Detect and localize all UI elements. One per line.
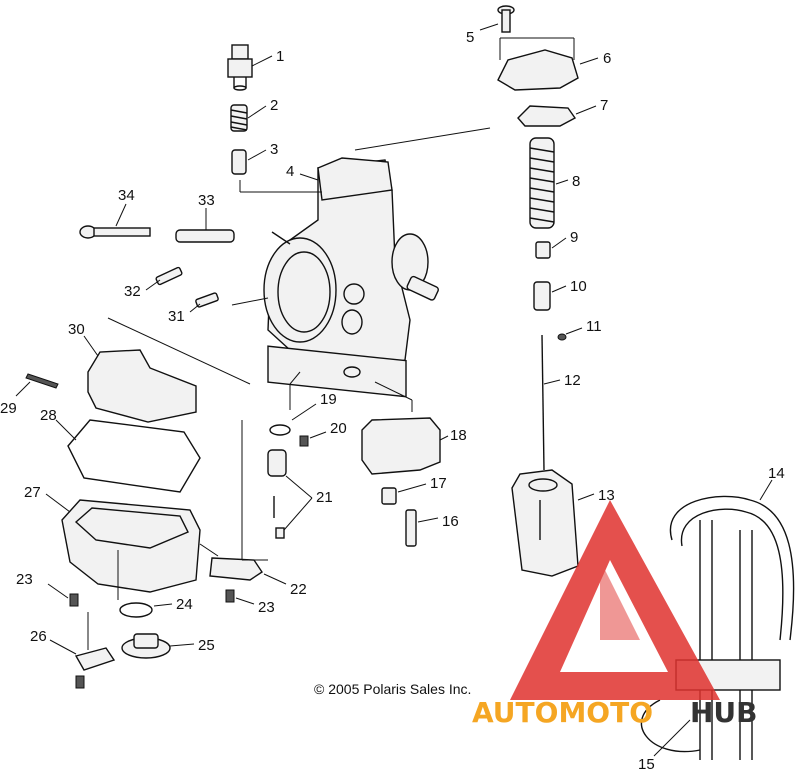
callout-33: 33	[198, 192, 215, 209]
callout-19: 19	[320, 391, 337, 408]
reference-lines	[87, 37, 575, 650]
callouts: 1 2 3 4 5 6 7 8 9 10 11 12 13 14 15 16 1	[0, 23, 785, 772]
callout-2: 2	[270, 97, 278, 114]
callout-16: 16	[442, 513, 459, 530]
callout-10: 10	[570, 278, 587, 295]
part-16-pilot-jet	[405, 509, 417, 547]
callout-12: 12	[564, 372, 581, 389]
part-8-spring	[529, 137, 555, 229]
carburetor-body	[263, 157, 439, 398]
callout-13: 13	[598, 487, 615, 504]
callout-7: 7	[600, 97, 608, 114]
part-23-screw-right	[225, 589, 235, 603]
callout-30: 30	[68, 321, 85, 338]
part-25-drain-plug	[121, 633, 171, 659]
callout-9: 9	[570, 229, 578, 246]
copyright-notice: © 2005 Polaris Sales Inc.	[314, 681, 471, 697]
callout-4: 4	[286, 163, 294, 180]
callout-22: 22	[290, 581, 307, 598]
callout-11: 11	[586, 318, 602, 335]
part-5-screw	[497, 5, 515, 33]
part-1-fitting	[227, 44, 253, 91]
part-22-bracket	[209, 557, 263, 581]
part-28-gasket	[67, 419, 201, 493]
callout-34: 34	[118, 187, 135, 204]
part-9-seat	[535, 241, 551, 259]
callout-18: 18	[450, 427, 467, 444]
part-24-o-ring	[119, 602, 153, 618]
callout-21: 21	[316, 489, 333, 506]
part-29-pin	[25, 373, 59, 389]
part-32-screw	[155, 266, 183, 286]
callout-15: 15	[638, 756, 655, 772]
part-33-spring	[175, 229, 235, 243]
part-21-float-pin	[267, 449, 287, 539]
callout-20: 20	[330, 420, 347, 437]
callout-17: 17	[430, 475, 447, 492]
part-12-needle	[541, 334, 545, 471]
callout-26: 26	[30, 628, 47, 645]
part-7-gasket	[517, 105, 577, 127]
part-26-screw	[75, 675, 85, 689]
watermark-text-dark: HUB	[690, 696, 758, 729]
watermark-logo	[510, 500, 720, 700]
callout-3: 3	[270, 141, 278, 158]
part-19-o-ring	[269, 424, 291, 436]
callout-27: 27	[24, 484, 41, 501]
watermark-triangle-icon	[510, 500, 720, 700]
callout-8: 8	[572, 173, 580, 190]
part-10-clip	[533, 281, 551, 311]
part-20-screw	[299, 435, 309, 447]
callout-32: 32	[124, 283, 141, 300]
part-17-needle-valve	[381, 487, 397, 505]
part-18-float	[361, 417, 441, 475]
part-3-jet	[231, 149, 247, 175]
watermark-text-orange: AUTOMOTO	[472, 696, 653, 729]
part-6-cap	[497, 49, 579, 91]
part-23-screw-left	[69, 593, 79, 607]
part-27-float-bowl	[61, 499, 201, 593]
callout-25: 25	[198, 637, 215, 654]
callout-23-right: 23	[258, 599, 275, 616]
callout-6: 6	[603, 50, 611, 67]
part-11-e-clip	[557, 333, 567, 341]
callout-31: 31	[168, 308, 185, 325]
callout-29: 29	[0, 400, 17, 417]
callout-5: 5	[466, 29, 474, 46]
callout-14: 14	[768, 465, 785, 482]
part-34-screw	[79, 225, 151, 239]
part-13-slide	[511, 469, 579, 577]
part-2-spring	[230, 104, 248, 132]
part-26-bracket	[74, 647, 116, 671]
callout-23-left: 23	[16, 571, 33, 588]
part-31-spring	[195, 292, 219, 308]
callout-24: 24	[176, 596, 193, 613]
part-30-cover	[87, 349, 197, 423]
callout-28: 28	[40, 407, 57, 424]
callout-1: 1	[276, 48, 284, 65]
